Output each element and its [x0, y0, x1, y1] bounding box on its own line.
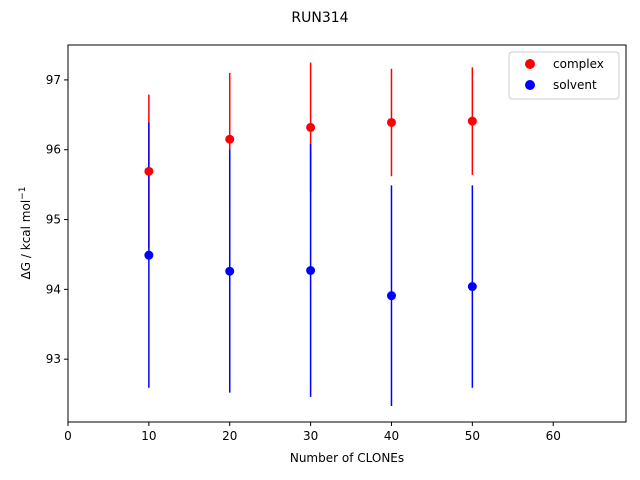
- data-point-complex: [225, 134, 235, 144]
- y-axis: 93 94 95 96 97: [46, 73, 68, 366]
- legend-label-complex: complex: [553, 57, 604, 71]
- data-point-complex: [144, 166, 154, 176]
- x-tick-label: 10: [141, 429, 156, 443]
- y-tick-label: 94: [46, 282, 61, 296]
- x-tick-label: 40: [384, 429, 399, 443]
- data-point-solvent: [386, 291, 396, 301]
- data-point-solvent: [225, 266, 235, 276]
- x-tick-label: 20: [222, 429, 237, 443]
- x-tick-label: 60: [546, 429, 561, 443]
- y-axis-label-exponent: −1: [18, 187, 28, 200]
- data-point-complex: [306, 122, 316, 132]
- legend: complex solvent: [508, 51, 620, 100]
- y-axis-label-main: ΔG / kcal mol: [19, 200, 33, 280]
- legend-box: [508, 51, 620, 100]
- x-axis-label: Number of CLONEs: [290, 451, 404, 465]
- data-point-complex: [386, 117, 396, 127]
- data-point-solvent: [144, 250, 154, 260]
- x-axis: 0 10 20 30 40 50 60: [64, 422, 561, 443]
- legend-marker-solvent: [525, 80, 535, 90]
- y-tick-label: 95: [46, 213, 61, 227]
- y-tick-label: 97: [46, 73, 61, 87]
- plot-area: [144, 62, 477, 406]
- x-tick-label: 0: [64, 429, 72, 443]
- data-point-complex: [467, 116, 477, 126]
- data-point-solvent: [306, 266, 316, 276]
- y-tick-label: 93: [46, 352, 61, 366]
- legend-label-solvent: solvent: [553, 78, 597, 92]
- x-tick-label: 30: [303, 429, 318, 443]
- y-tick-label: 96: [46, 143, 61, 157]
- data-point-solvent: [467, 282, 477, 292]
- x-tick-label: 50: [465, 429, 480, 443]
- y-axis-label: ΔG / kcal mol−1: [18, 187, 33, 280]
- axes-frame: [67, 44, 627, 423]
- chart-title: RUN314: [291, 10, 348, 26]
- legend-marker-complex: [525, 59, 535, 69]
